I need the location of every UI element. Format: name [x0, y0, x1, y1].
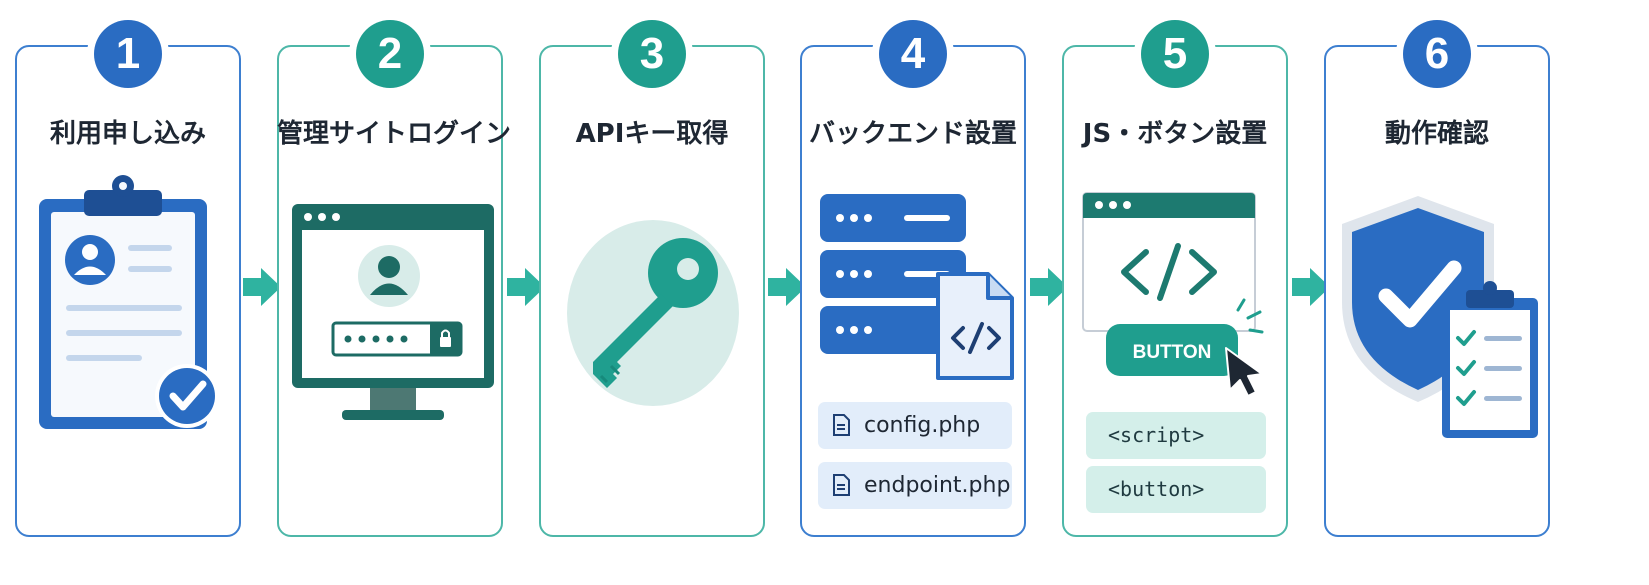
file-chip-endpoint: endpoint.php: [818, 462, 1012, 509]
server-code-icon: [820, 194, 1014, 380]
code-tag-script: <script>: [1086, 412, 1266, 459]
file-name: endpoint.php: [864, 473, 1011, 498]
key-icon: [567, 220, 739, 406]
step-title-1: 利用申し込み: [49, 119, 206, 149]
shield-check-icon: [1342, 196, 1538, 438]
file-icon: [833, 474, 850, 496]
step-number-6: 6: [1403, 20, 1471, 88]
step-title-3: APIキー取得: [575, 119, 729, 149]
code-tag-button: <button>: [1086, 466, 1266, 513]
file-name: config.php: [864, 413, 981, 438]
browser-button-icon: BUTTON: [1082, 192, 1264, 397]
step-title-4: バックエンド設置: [808, 119, 1017, 149]
arrow-right-icon: [507, 268, 545, 306]
clipboard-profile-icon: [39, 175, 219, 429]
monitor-login-icon: [292, 204, 494, 420]
step-title-2: 管理サイトログイン: [277, 119, 512, 149]
demo-button-label: BUTTON: [1133, 342, 1212, 363]
arrow-right-icon: [1292, 268, 1330, 306]
step-title-5: JS・ボタン設置: [1082, 119, 1268, 149]
arrow-right-icon: [1030, 268, 1068, 306]
arrow-right-icon: [243, 268, 281, 306]
arrow-right-icon: [768, 268, 806, 306]
step-number-4: 4: [879, 20, 947, 88]
step-title-6: 動作確認: [1384, 119, 1489, 149]
file-icon: [833, 414, 850, 436]
step-number-1: 1: [94, 20, 162, 88]
step-number-5: 5: [1141, 20, 1209, 88]
step-number-2: 2: [356, 20, 424, 88]
step-number-3: 3: [618, 20, 686, 88]
file-chip-config: config.php: [818, 402, 1012, 449]
